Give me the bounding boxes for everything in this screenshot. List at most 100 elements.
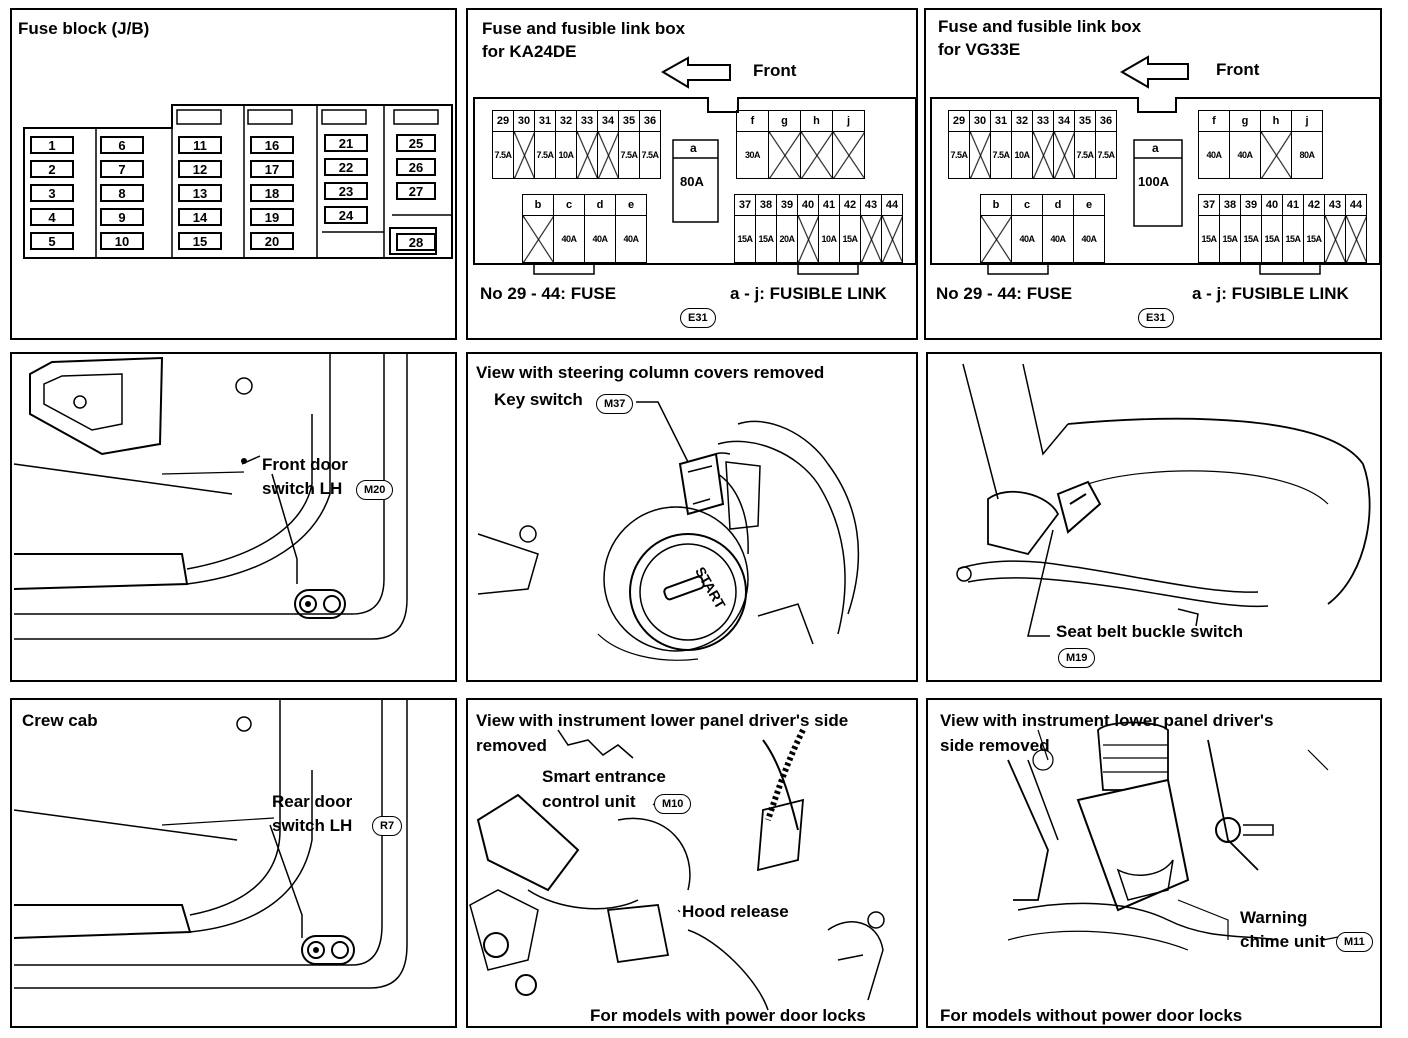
vg33e-link-num-j: j — [1291, 110, 1323, 132]
vg33e-fuse-num-38: 38 — [1219, 194, 1241, 216]
vg33e-fuse-amp-36: 7.5A — [1095, 131, 1117, 179]
crew-cab-label-line2: switch LH — [272, 816, 353, 835]
ka24de-fuse-num-34: 34 — [597, 110, 619, 132]
warning-chime-illustration — [1007, 721, 1349, 951]
fuse-7: 7 — [100, 160, 144, 178]
ka24de-fuse-num-41: 41 — [818, 194, 840, 216]
fuse-11: 11 — [178, 136, 222, 154]
vg33e-fuse-amp-35: 7.5A — [1074, 131, 1096, 179]
ka24de-fuse-num-40: 40 — [797, 194, 819, 216]
seat-belt-illustration — [956, 363, 1371, 637]
vg33e-fuse-num-39: 39 — [1240, 194, 1262, 216]
vg33e-fuse-amp-34 — [1053, 131, 1075, 179]
key-switch-title: View with steering column covers removed — [476, 363, 825, 382]
key-switch-label: Key switch — [494, 390, 583, 409]
vg33e-fuse-num-40: 40 — [1261, 194, 1283, 216]
front-door-label-line1: Front door — [262, 455, 348, 474]
smart-entrance-title-line2: removed — [476, 736, 547, 755]
vg33e-link-num-g: g — [1229, 110, 1261, 132]
front-door-connector-tag: M20 — [356, 480, 394, 500]
smart-entrance-panel: View with instrument lower panel driver'… — [466, 698, 918, 1028]
smart-entrance-illustration — [469, 728, 885, 1011]
vg33e-fuse-num-36: 36 — [1095, 110, 1117, 132]
vg33e-link-amp-e: 40A — [1073, 215, 1105, 263]
ka24de-link-num-e: e — [615, 194, 647, 216]
ka24de-link-amp-b — [522, 215, 554, 263]
ka24de-box-outline — [473, 56, 917, 275]
warning-chime-title-line1: View with instrument lower panel driver'… — [940, 711, 1274, 730]
vg33e-fuse-amp-31: 7.5A — [990, 131, 1012, 179]
vg33e-link-num-f: f — [1198, 110, 1230, 132]
fuse-16: 16 — [250, 136, 294, 154]
ka24de-link-num-h: h — [800, 110, 833, 132]
ka24de-link-num-j: j — [832, 110, 865, 132]
crew-cab-illustration — [13, 700, 408, 989]
ka24de-fuse-amp-42: 15A — [839, 215, 861, 263]
ka24de-front-label: Front — [753, 61, 797, 80]
smart-entrance-title-line1: View with instrument lower panel driver'… — [476, 711, 849, 730]
vg33e-legend-link: a - j: FUSIBLE LINK — [1192, 284, 1349, 303]
vg33e-link-amp-g: 40A — [1229, 131, 1261, 179]
fuse-18: 18 — [250, 184, 294, 202]
vg33e-fuse-amp-44 — [1345, 215, 1367, 263]
front-door-illustration — [13, 354, 408, 640]
ka24de-fuse-amp-41: 10A — [818, 215, 840, 263]
vg33e-fuse-amp-38: 15A — [1219, 215, 1241, 263]
fuse-6: 6 — [100, 136, 144, 154]
vg33e-fuse-num-44: 44 — [1345, 194, 1367, 216]
fuse-1: 1 — [30, 136, 74, 154]
vg33e-fuse-amp-39: 15A — [1240, 215, 1262, 263]
vg33e-box-outline — [930, 55, 1381, 275]
fuse-14: 14 — [178, 208, 222, 226]
vg33e-fuse-num-35: 35 — [1074, 110, 1096, 132]
fuse-21: 21 — [324, 134, 368, 152]
ka24de-title-line1: Fuse and fusible link box — [482, 19, 686, 38]
vg33e-a-amp: 100A — [1138, 174, 1170, 189]
ka24de-connector-tag: E31 — [680, 308, 716, 328]
ka24de-link-num-b: b — [522, 194, 554, 216]
ka24de-fuse-amp-43 — [860, 215, 882, 263]
ka24de-link-amp-j — [832, 131, 865, 179]
vg33e-fuse-amp-30 — [969, 131, 991, 179]
vg33e-fuse-amp-29: 7.5A — [948, 131, 970, 179]
ka24de-panel: Fuse and fusible link box for KA24DE Fro… — [466, 8, 918, 340]
ka24de-fuse-num-44: 44 — [881, 194, 903, 216]
ka24de-fuse-num-42: 42 — [839, 194, 861, 216]
fuse-19: 19 — [250, 208, 294, 226]
vg33e-legend-fuse: No 29 - 44: FUSE — [936, 284, 1073, 303]
warning-chime-panel: View with instrument lower panel driver'… — [926, 698, 1382, 1028]
vg33e-fuse-amp-43 — [1324, 215, 1346, 263]
vg33e-link-amp-b — [980, 215, 1012, 263]
vg33e-a-label: a — [1152, 141, 1159, 155]
vg33e-link-amp-f: 40A — [1198, 131, 1230, 179]
vg33e-fuse-num-37: 37 — [1198, 194, 1220, 216]
vg33e-panel: Fuse and fusible link box for VG33E Fron… — [924, 8, 1382, 340]
ka24de-link-num-c: c — [553, 194, 585, 216]
key-switch-connector-tag: M37 — [596, 394, 634, 414]
ka24de-fuse-num-35: 35 — [618, 110, 640, 132]
front-door-label-line2: switch LH — [262, 479, 343, 498]
crew-cab-connector-tag: R7 — [372, 816, 403, 836]
ka24de-fuse-amp-35: 7.5A — [618, 131, 640, 179]
vg33e-link-amp-h — [1260, 131, 1292, 179]
ka24de-link-amp-d: 40A — [584, 215, 616, 263]
fuse-23: 23 — [324, 182, 368, 200]
fuse-28: 28 — [396, 233, 436, 251]
vg33e-fuse-num-43: 43 — [1324, 194, 1346, 216]
ka24de-fuse-amp-39: 20A — [776, 215, 798, 263]
ka24de-fuse-num-32: 32 — [555, 110, 577, 132]
fuse-8: 8 — [100, 184, 144, 202]
ka24de-fuse-num-33: 33 — [576, 110, 598, 132]
smart-entrance-label-line1: Smart entrance — [542, 767, 666, 786]
fuse-10: 10 — [100, 232, 144, 250]
ka24de-fuse-amp-37: 15A — [734, 215, 756, 263]
vg33e-fuse-amp-40: 15A — [1261, 215, 1283, 263]
warning-chime-title-line2: side removed — [940, 736, 1050, 755]
ka24de-link-amp-c: 40A — [553, 215, 585, 263]
ka24de-link-num-f: f — [736, 110, 769, 132]
vg33e-fuse-amp-37: 15A — [1198, 215, 1220, 263]
vg33e-link-amp-d: 40A — [1042, 215, 1074, 263]
ka24de-link-amp-h — [800, 131, 833, 179]
fuse-9: 9 — [100, 208, 144, 226]
smart-entrance-footer: For models with power door locks — [590, 1006, 866, 1025]
